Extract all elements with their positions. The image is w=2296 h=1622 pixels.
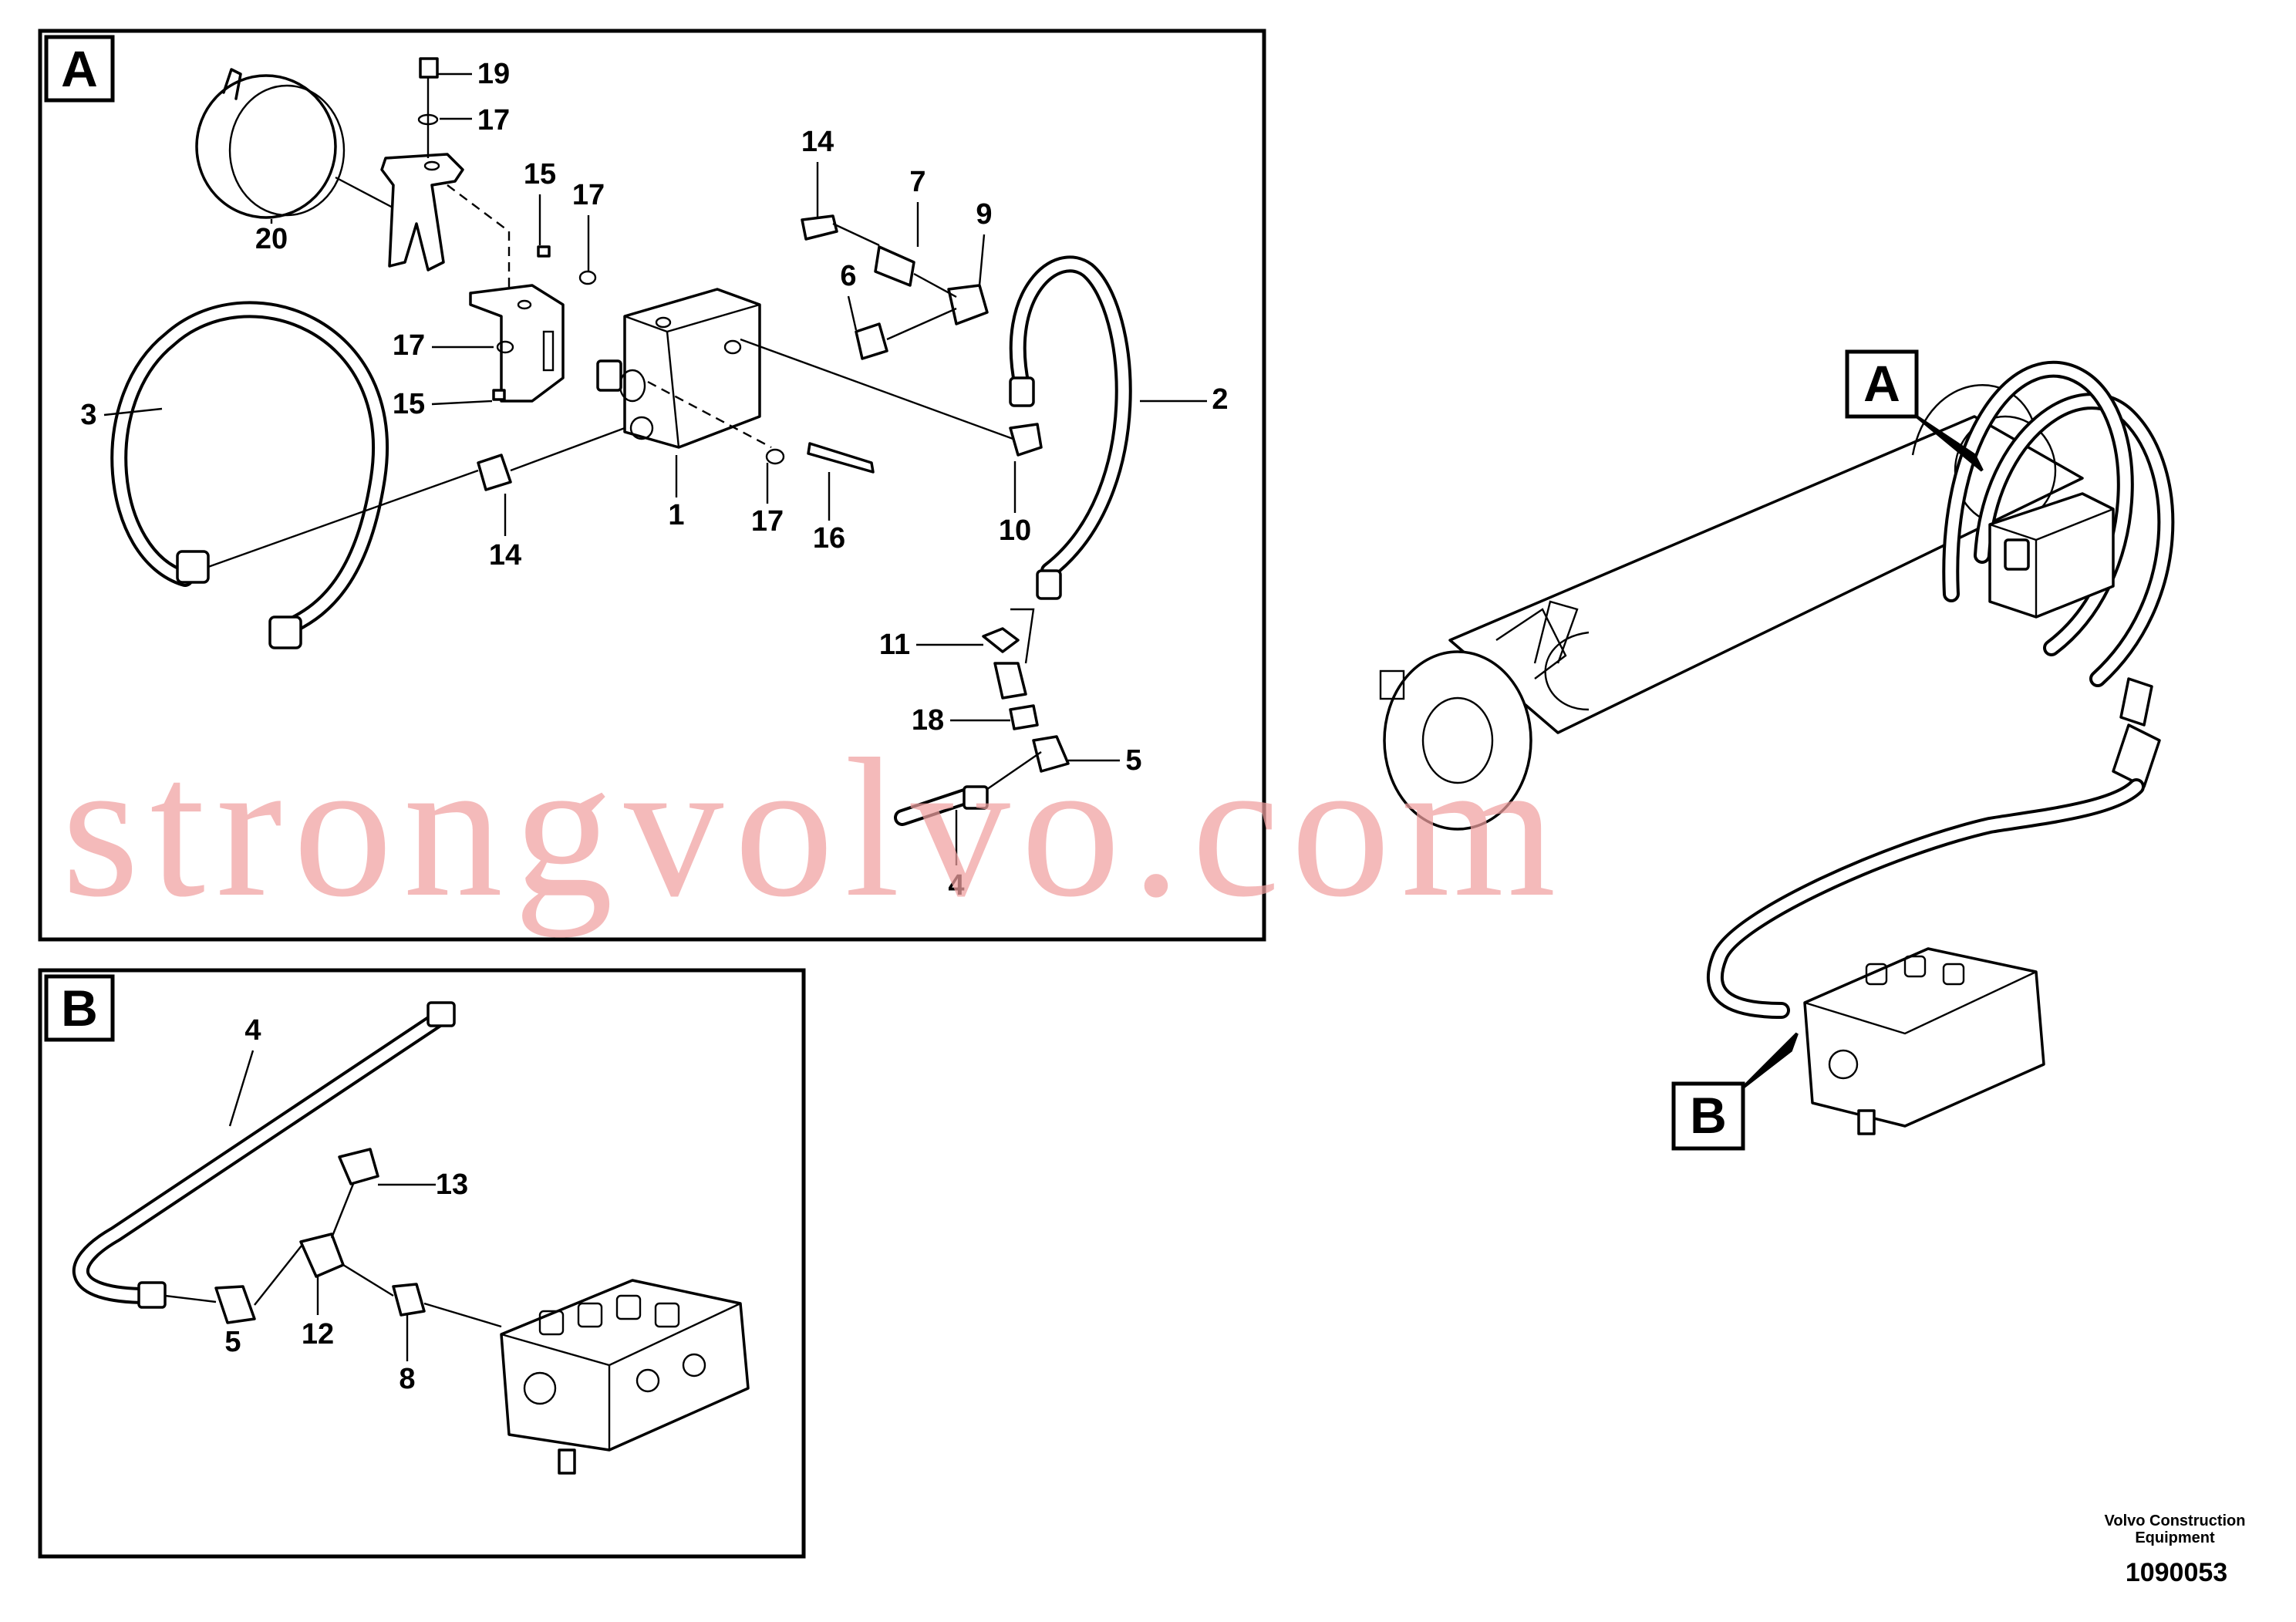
panel-a-part-labels: 19 17 14 7 9 15 17 20 6 17 15 3 2 1 14 17 16 10 11 18 5 4 [80, 58, 1228, 902]
panel-a-part-label-7: 7 [909, 166, 925, 198]
panel-a-part-label-19: 19 [477, 58, 510, 90]
bolt [807, 442, 875, 474]
screw-head [419, 57, 439, 79]
overview-callout-a-box [1845, 349, 1919, 419]
valve-block [596, 288, 761, 449]
mounting-bracket [380, 153, 464, 271]
panel-b: B [38, 968, 806, 1559]
panel-a-letter: A [61, 40, 98, 97]
drawing-number: 1090053 [2126, 1558, 2227, 1587]
footer-company-line2: Equipment [2135, 1529, 2215, 1546]
panel-a-part-label-16: 16 [813, 522, 845, 555]
panel-a-leader-6 [847, 295, 858, 331]
overview-cylinder-assembly: A B [1379, 349, 2175, 1151]
panel-b-letter: B [61, 980, 98, 1037]
panel-a: A [38, 29, 1266, 942]
watermark-text: strongvolvo.com [62, 717, 1566, 938]
panel-a-part-label-6: 6 [840, 260, 856, 292]
leader-lines [103, 73, 1207, 1361]
panel-a-part-label-14: 14 [489, 539, 521, 572]
tee-12 [299, 1233, 345, 1278]
panel-b-letter-box [44, 974, 115, 1042]
panel-b-part-label-12: 12 [302, 1318, 334, 1351]
panel-a-part-label-14: 14 [801, 126, 834, 158]
panel-a-part-label-9: 9 [976, 198, 992, 231]
panel-a-part-label-17: 17 [477, 104, 510, 137]
panel-a-part-label-15: 15 [393, 388, 425, 420]
overview-callout-a: A [1863, 355, 1900, 412]
overview-callout-b: B [1690, 1087, 1727, 1144]
panel-a-part-label-17: 17 [572, 179, 605, 211]
panel-a-part-label-5: 5 [1125, 744, 1141, 777]
panel-a-part-label-1: 1 [668, 499, 684, 531]
panel-b-part-label-13: 13 [436, 1168, 468, 1201]
panel-a-leader-15 [431, 400, 493, 406]
nipple-8 [392, 1283, 426, 1317]
overview-callout-b-box [1671, 1081, 1745, 1151]
panel-b-part-label-4: 4 [244, 1014, 261, 1047]
panel-a-part-label-10: 10 [999, 514, 1031, 547]
panel-b-part-label-8: 8 [399, 1363, 415, 1395]
hose-clamp-ring [195, 68, 410, 219]
sensor-13 [338, 1148, 379, 1185]
panel-b-part-labels: 4 13 5 12 8 [224, 1014, 468, 1395]
panel-a-part-label-2: 2 [1212, 383, 1228, 416]
footer-company-line1: Volvo Construction [2105, 1512, 2246, 1529]
panel-a-leader-3 [103, 407, 163, 416]
panel-a-part-label-18: 18 [912, 704, 944, 737]
panel-b-frame [38, 968, 806, 1559]
fitting-5 [214, 1285, 256, 1324]
panel-a-part-label-17: 17 [751, 505, 784, 538]
panel-b-part-label-5: 5 [224, 1326, 241, 1358]
washer [417, 113, 439, 126]
panel-a-part-label-17: 17 [393, 329, 425, 362]
panel-a-frame [38, 29, 1266, 942]
panel-a-part-label-20: 20 [255, 223, 288, 255]
panel-a-part-label-11: 11 [879, 629, 910, 661]
panel-a-leader-9 [978, 234, 986, 286]
plate [469, 284, 565, 403]
panel-a-part-label-15: 15 [524, 158, 556, 191]
panel-a-letter-box [44, 35, 115, 103]
control-valve-b [500, 1279, 750, 1475]
panel-a-part-label-4: 4 [948, 869, 964, 902]
panel-a-part-label-3: 3 [80, 399, 96, 431]
panel-b-leader-4 [228, 1050, 255, 1127]
